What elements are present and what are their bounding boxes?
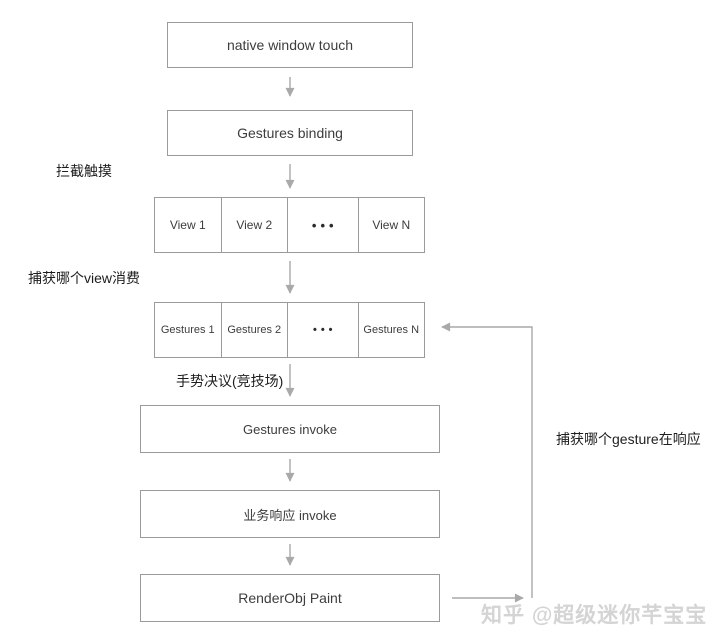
annotation-intercept-touch: 拦截触摸 [56,163,112,179]
node-business-response-invoke-label: 业务响应 invoke [243,507,337,523]
view-cell-2: View 2 [220,198,288,252]
node-gestures-invoke: Gestures invoke [140,405,440,453]
node-native-window-touch-label: native window touch [226,37,354,53]
node-gestures-binding-label: Gestures binding [237,125,343,141]
view-cell-ellipsis: ••• [287,198,358,252]
node-renderobj-paint: RenderObj Paint [140,574,440,622]
zhihu-watermark: 知乎 @超级迷你芊宝宝 [481,604,708,627]
node-native-window-touch: native window touch [167,22,413,68]
gesture-row: Gestures 1 Gestures 2 ••• Gestures N [154,302,425,358]
view-cell-1: View 1 [169,218,206,232]
node-renderobj-paint-label: RenderObj Paint [238,590,342,606]
node-gestures-invoke-label: Gestures invoke [243,421,337,437]
annotation-which-gesture-responds: 捕获哪个gesture在响应 [556,431,701,447]
feedback-line-to-gesture-n [441,322,533,598]
gesture-cell-n: Gestures N [357,303,425,357]
view-cell-n: View N [357,198,425,252]
annotation-gesture-arena: 手势决议(竞技场) [176,373,284,389]
gesture-cell-ellipsis: ••• [287,303,358,357]
gesture-cell-2: Gestures 2 [220,303,288,357]
node-business-response-invoke: 业务响应 invoke [140,490,440,538]
gesture-cell-1: Gestures 1 [160,324,215,336]
annotation-which-view-consumes: 捕获哪个view消费 [28,270,141,286]
node-gestures-binding: Gestures binding [167,110,413,156]
view-row: View 1 View 2 ••• View N [154,197,425,253]
